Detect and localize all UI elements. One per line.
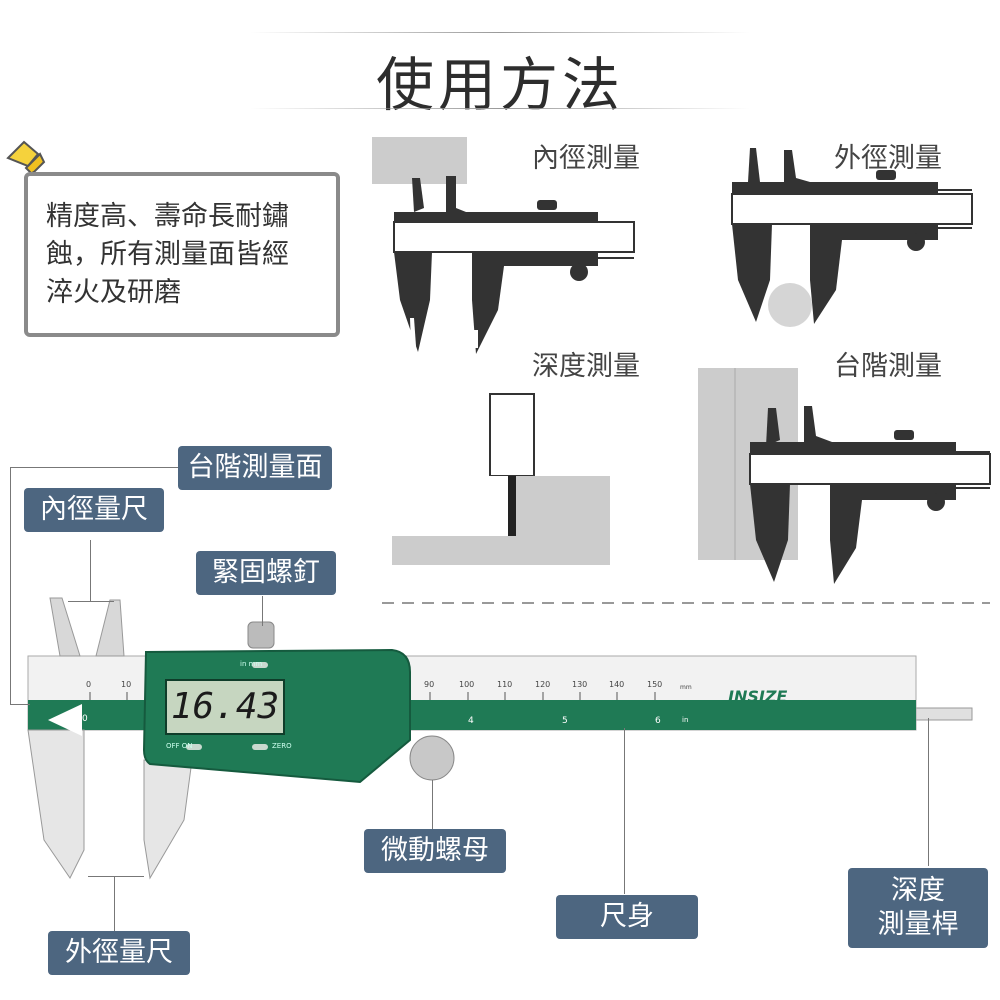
leader-step-face-v (10, 467, 11, 705)
method-label-outer: 外徑測量 (834, 143, 942, 174)
leader-outer-jaw-v (114, 876, 115, 932)
tag-beam: 尺身 (556, 895, 698, 939)
note-line-2: 蝕，所有測量面皆經 (46, 239, 289, 270)
scale-top-label: 140 (609, 680, 625, 689)
scale-bottom-label: 5 (562, 716, 568, 726)
tag-depth-rod-line2: 測量桿 (877, 909, 959, 940)
scale-top-label: 90 (424, 680, 435, 689)
scale-top-label: 120 (535, 680, 551, 689)
leader-outer-jaw-h (88, 876, 144, 877)
caliper-btn-offon: OFF ON (166, 742, 193, 750)
title-top-line (250, 32, 750, 33)
scale-top-label: 0 (86, 680, 92, 689)
tag-outer-jaw: 外徑量尺 (48, 931, 190, 975)
scale-top-label: 130 (572, 680, 588, 689)
leader-beam (624, 728, 625, 894)
scale-top-label: 110 (497, 680, 513, 689)
leader-inner-jaw-h (68, 601, 114, 602)
note-line-1: 精度高、壽命長耐鏽 (46, 201, 289, 232)
scale-top-label: 100 (459, 680, 475, 689)
scale-bottom-label: 0 (82, 714, 88, 724)
tag-inner-jaw: 內徑量尺 (24, 488, 164, 532)
leader-step-face-h2 (10, 704, 30, 705)
method-label-depth: 深度測量 (532, 351, 640, 382)
caliper-btn-zero: ZERO (272, 742, 292, 750)
method-label-inner: 內徑測量 (532, 143, 640, 174)
leader-step-face-h (10, 467, 180, 468)
caliper-display: 16.43 (170, 686, 280, 727)
tag-depth-rod-line1: 深度 (891, 875, 945, 906)
scale-bottom-label: 4 (468, 716, 474, 726)
scale-unit-top: mm (680, 684, 692, 691)
method-label-step: 台階測量 (834, 351, 942, 382)
scale-top-label: 10 (121, 680, 132, 689)
scale-top-label: 150 (647, 680, 663, 689)
tag-step-face: 台階測量面 (178, 446, 332, 490)
tag-lock-screw: 緊固螺釘 (196, 551, 336, 595)
scale-bottom-label: 6 (655, 716, 661, 726)
caliper-brand: INSIZE (728, 687, 788, 706)
tag-thumb-nut: 微動螺母 (364, 829, 506, 873)
scale-unit-bottom: in (682, 716, 689, 724)
caliper-btn-inmm: in mm (240, 660, 263, 668)
note-line-3: 淬火及研磨 (46, 277, 181, 308)
leader-thumb-nut (432, 780, 433, 832)
page-title: 使用方法 (375, 51, 624, 119)
leader-lock-screw (262, 596, 263, 626)
feature-note-box: 精度高、壽命長耐鏽 蝕，所有測量面皆經 淬火及研磨 (24, 172, 340, 337)
tag-depth-rod: 深度 測量桿 (848, 868, 988, 948)
title-bottom-line (250, 108, 750, 109)
leader-inner-jaw-v (90, 540, 91, 602)
leader-depth-rod (928, 718, 929, 866)
